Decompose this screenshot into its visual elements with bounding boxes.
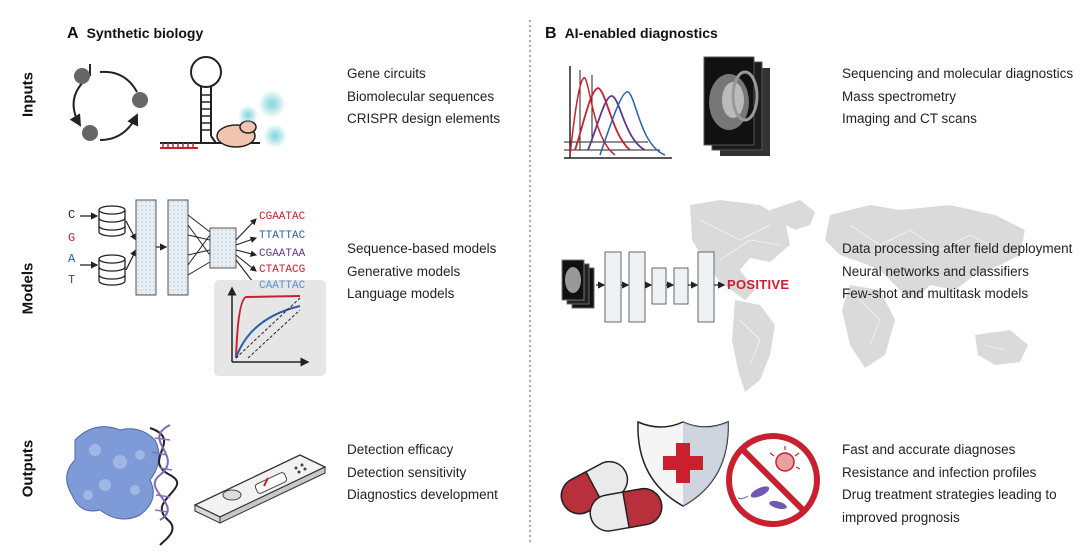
pill-capsules-icon [560,460,663,532]
diagnostics-output-item: Drug treatment strategies leading to [842,487,1057,502]
sequence-3: CGAATAA [259,248,306,260]
synthetic-input-item: CRISPR design elements [347,111,501,126]
sequence-5: CAATTAC [259,280,306,292]
diagnostics-models-list: Data processing after field deployment N… [842,238,1072,306]
database-icon-1 [98,205,126,237]
diagnostics-input-item: Mass spectrometry [842,88,957,104]
base-t: T [68,273,76,287]
synthetic-model-item: Language models [347,286,455,301]
synthetic-inputs-list: Gene circuits Biomolecular sequences CRI… [347,63,500,131]
synthetic-model-item: Sequence-based models [347,241,497,256]
diagnostics-outputs-list: Fast and accurate diagnoses Resistance a… [842,439,1057,529]
diagnostics-model-item: Few-shot and multitask models [842,286,1029,301]
spectra-chart-icon [564,66,672,159]
sequence-1: CGAATAC [259,211,306,223]
synthetic-input-item: Gene circuits [347,66,426,81]
synthetic-models-list: Sequence-based models Generative models … [347,238,496,306]
diagnostics-inputs-list: Sequencing and molecular diagnostics Mas… [842,63,1073,131]
protein-dna-icon [66,424,179,546]
no-bacteria-icon [726,433,820,527]
medical-shield-icon [637,420,729,507]
base-g: G [68,231,76,245]
ct-scan-stack-icon [703,56,770,156]
sequence-4: CTATACG [259,264,306,276]
panel-a-title: A Synthetic biology [67,25,203,43]
lateral-flow-test-icon [193,454,327,524]
diagnostics-model-item: Data processing after field deployment [842,241,1073,256]
panel-a-letter: A [67,25,79,42]
diagnostics-output-item: Resistance and infection profiles [842,464,1037,480]
panel-b-label: AI-enabled diagnostics [564,25,718,41]
database-icon-2 [98,254,126,286]
positive-result-label: POSITIVE [727,277,790,292]
panel-b-letter: B [545,25,557,42]
diagnostics-output-item: Fast and accurate diagnoses [842,442,1016,457]
diagnostics-input-item: Imaging and CT scans [842,111,977,126]
gene-circuit-icon [69,64,148,141]
diagnostics-input-item: Sequencing and molecular diagnostics [842,66,1074,81]
base-c: C [68,208,76,222]
panel-a-label: Synthetic biology [86,25,204,41]
sequence-2: TTATTAC [259,230,306,242]
diagnostics-output-item: improved prognosis [842,509,960,525]
synthetic-output-item: Diagnostics development [347,487,498,502]
diagnostics-model-item: Neural networks and classifiers [842,263,1029,279]
synthetic-model-item: Generative models [347,263,461,279]
base-a: A [68,252,76,266]
crispr-hairpin-icon [160,56,287,149]
sequence-model-network [80,199,326,376]
synthetic-output-item: Detection efficacy [347,442,454,457]
synthetic-input-item: Biomolecular sequences [347,88,495,104]
synthetic-output-item: Detection sensitivity [347,464,467,480]
diagnostic-network [561,251,726,323]
synthetic-outputs-list: Detection efficacy Detection sensitivity… [347,439,498,507]
panel-b-title: B AI-enabled diagnostics [545,25,718,43]
